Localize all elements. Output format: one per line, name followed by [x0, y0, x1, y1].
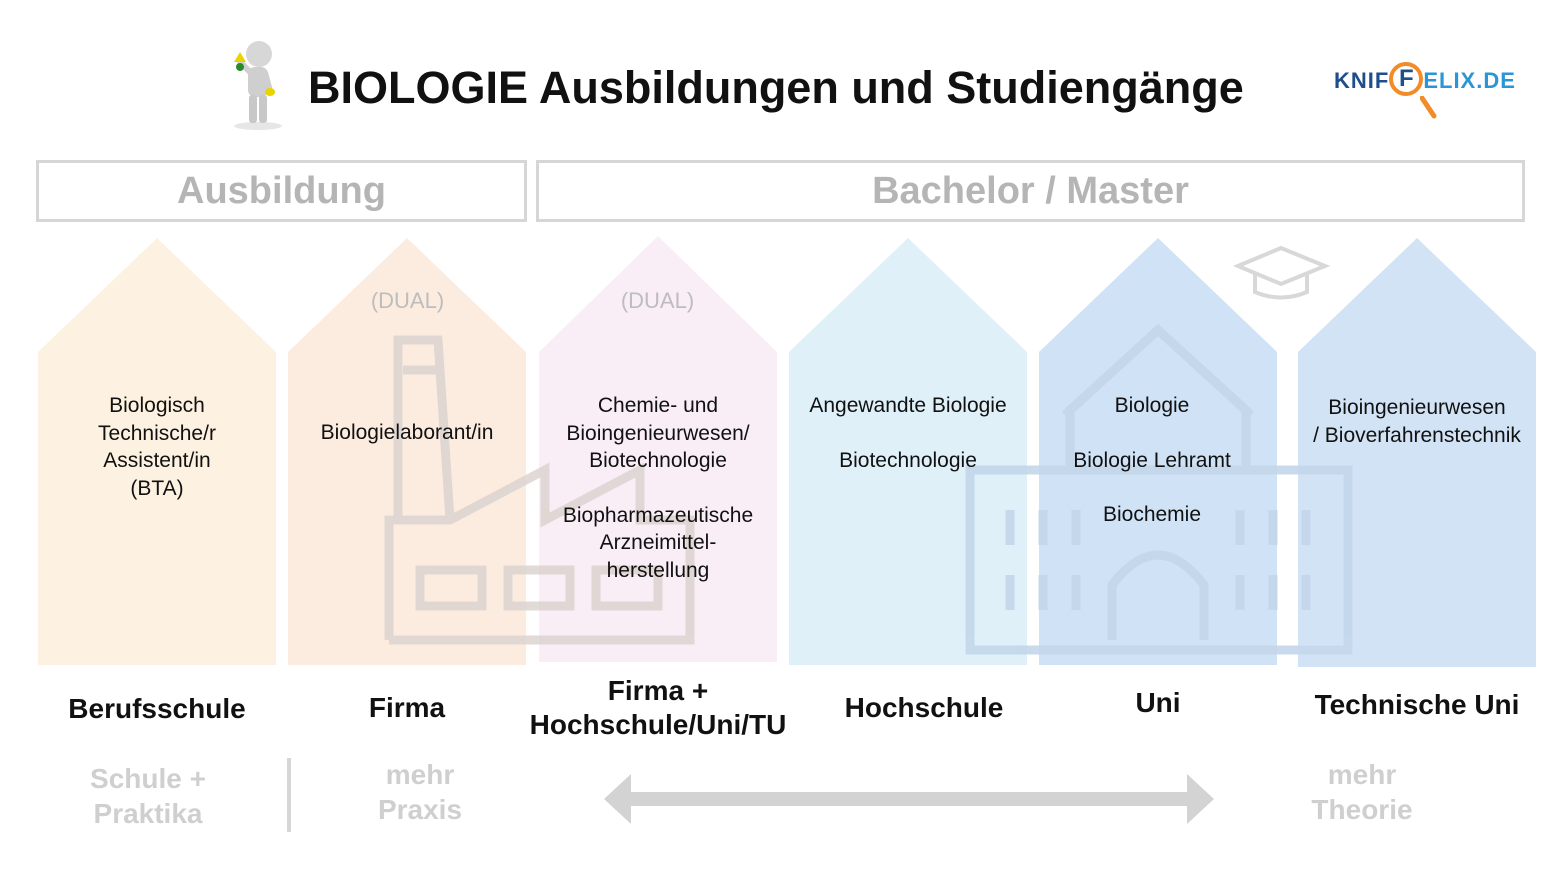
program-line: Biologie Lehramt	[1073, 448, 1231, 472]
program-line: Bioingenieurwesen/	[566, 421, 750, 445]
line-gap	[1039, 420, 1265, 447]
institution-hochschule: Hochschule	[844, 692, 1004, 723]
logo-letter-f: F	[1389, 62, 1424, 96]
practice-theory-arrow	[604, 774, 1214, 824]
magnifier-handle-icon	[1420, 96, 1437, 119]
program-line: / Bioverfahrenstechnik	[1313, 423, 1521, 447]
footer-line: Praxis	[377, 794, 463, 825]
category-bachelor-master: Bachelor / Master	[536, 160, 1525, 222]
programs-hochschule: Angewandte Biologie Biotechnologie	[789, 392, 1027, 474]
line-gap	[530, 475, 786, 502]
graduation-cap-icon	[1232, 245, 1331, 300]
institution-berufsschule: Berufsschule	[68, 693, 246, 724]
house-technische-uni	[1298, 238, 1536, 667]
line-gap	[789, 420, 1027, 447]
category-ausbildung: Ausbildung	[36, 160, 527, 222]
footer-line: mehr	[385, 759, 455, 790]
programs-berufsschule: Biologisch Technische/r Assistent/in (BT…	[38, 392, 276, 502]
programs-firma: Biologielaborant/in	[288, 419, 526, 447]
program-line: Technische/r	[98, 421, 216, 445]
program-line: herstellung	[606, 558, 710, 582]
program-line: Biologielaborant/in	[320, 421, 494, 444]
scientist-figure-icon	[234, 41, 282, 130]
factory-icon	[384, 335, 695, 645]
institution-firma: Firma	[368, 692, 446, 723]
programs-uni: Biologie Biologie Lehramt Biochemie	[1039, 392, 1265, 529]
logo-text-elix: ELIX.DE	[1423, 68, 1516, 93]
program-line: Arzneimittel-	[599, 531, 717, 554]
footer-line: Schule +	[90, 763, 206, 794]
house-uni	[1039, 238, 1277, 665]
institution-line: Firma +	[607, 675, 709, 706]
logo-text-knif: KNIF	[1334, 68, 1390, 93]
university-building-icon	[965, 323, 1353, 655]
program-line: Biopharmazeutische	[562, 503, 754, 527]
program-line: Bioingenieurwesen	[1328, 396, 1506, 419]
program-line: (BTA)	[130, 476, 184, 500]
program-line: Biochemie	[1102, 503, 1202, 526]
footer-line: mehr	[1327, 759, 1397, 790]
program-line: Biotechnologie	[839, 448, 977, 472]
dual-label-dual-study: (DUAL)	[620, 288, 695, 313]
institution-technische-uni: Technische Uni	[1314, 689, 1520, 720]
program-line: Biologie	[1114, 394, 1190, 417]
house-firma	[288, 238, 526, 665]
institution-firma-hochschule: Firma + Hochschule/Uni/TU	[515, 674, 801, 742]
program-line: Assistent/in	[103, 449, 211, 472]
programs-technische-uni: Bioingenieurwesen / Bioverfahrenstechnik	[1294, 394, 1540, 449]
dual-label-firma: (DUAL)	[370, 288, 445, 313]
footer-mehr-praxis: mehr Praxis	[340, 757, 500, 827]
page-title: BIOLOGIE Ausbildungen und Studiengänge	[308, 62, 1244, 113]
house-dual-study	[539, 236, 777, 662]
footer-mehr-theorie: mehr Theorie	[1282, 757, 1442, 827]
institution-uni: Uni	[1135, 687, 1181, 718]
program-line: Chemie- und	[597, 394, 719, 417]
footer-schule-praktika: Schule + Praktika	[56, 761, 240, 831]
footer-line: Praktika	[93, 798, 203, 829]
program-line: Angewandte Biologie	[809, 394, 1007, 417]
line-gap	[1039, 474, 1265, 501]
institution-line: Hochschule/Uni/TU	[529, 709, 787, 740]
program-line: Biologisch	[109, 394, 205, 417]
program-line: Biotechnologie	[589, 449, 727, 472]
programs-dual-study: Chemie- und Bioingenieurwesen/ Biotechno…	[530, 392, 786, 584]
footer-line: Theorie	[1311, 794, 1413, 825]
house-berufsschule	[38, 238, 276, 665]
